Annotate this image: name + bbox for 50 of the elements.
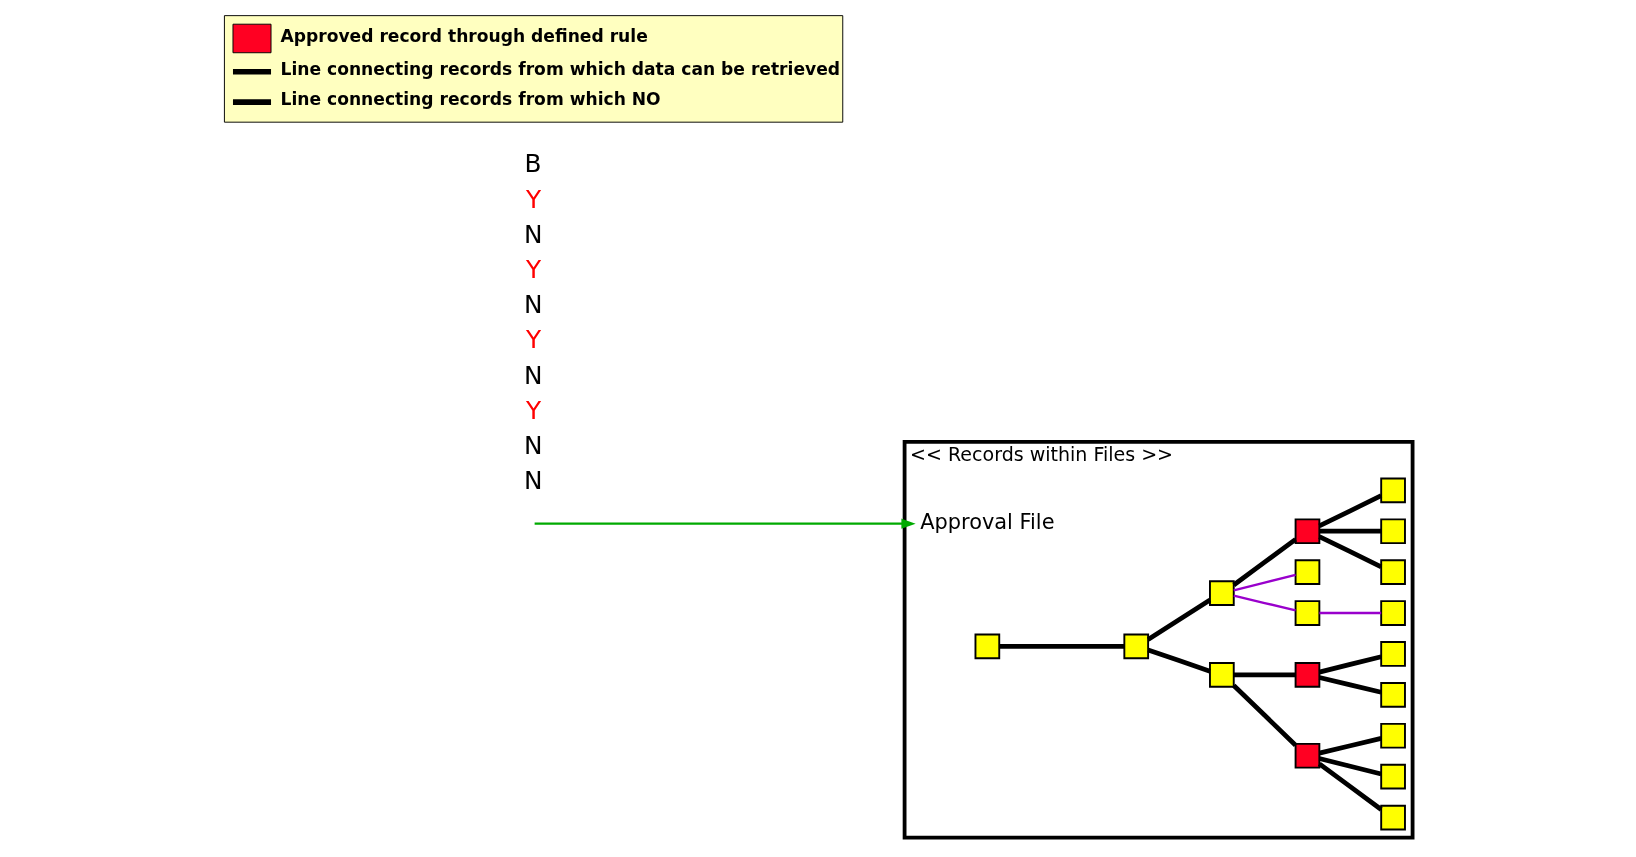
connector [1317, 761, 1383, 812]
node-text: Approval File [919, 509, 1055, 534]
node-box [1379, 559, 1406, 585]
legend-label: Line connecting records from which data can be retrieved [280, 59, 840, 79]
connector [1146, 598, 1211, 642]
connector [1318, 736, 1382, 756]
label: Y [525, 325, 541, 355]
node-box [1122, 633, 1149, 660]
node-box [1294, 559, 1320, 585]
node-box [1294, 600, 1320, 626]
connector [1317, 534, 1382, 569]
connector [1232, 573, 1296, 592]
connector [1318, 675, 1382, 695]
connector [1231, 683, 1297, 747]
label: N [523, 360, 543, 390]
node-box [1294, 518, 1320, 545]
label: Y [525, 184, 541, 214]
connector [1146, 647, 1211, 674]
node-box [974, 633, 1000, 660]
node-box [1379, 477, 1406, 504]
node-box [1294, 742, 1320, 769]
connector [1318, 528, 1381, 534]
node-box [1379, 641, 1406, 667]
node-box [1208, 662, 1235, 688]
label: N [523, 290, 543, 320]
connector [1318, 654, 1382, 675]
node-box [1379, 804, 1406, 831]
label: N [523, 430, 543, 460]
connector [998, 643, 1124, 649]
label: N [523, 466, 543, 496]
label: B [524, 149, 542, 179]
node-box [1379, 518, 1406, 545]
connector [1231, 537, 1297, 587]
connector [1318, 756, 1382, 777]
connector [1317, 493, 1382, 529]
connector [1232, 594, 1296, 612]
arrow [534, 518, 916, 529]
node-box [1379, 682, 1406, 708]
node-box [1379, 600, 1406, 626]
label: Y [525, 255, 541, 284]
connector [1233, 672, 1296, 678]
node-box [1294, 662, 1320, 688]
legend-label: Line connecting records from which NO [280, 89, 661, 110]
label: N [523, 219, 543, 249]
connector [1318, 611, 1381, 615]
node-box [1379, 763, 1406, 790]
label: Y [525, 395, 541, 425]
node-box [1208, 580, 1235, 606]
legend-label: Approved record through defined rule [280, 25, 648, 46]
node-box [1379, 722, 1406, 749]
